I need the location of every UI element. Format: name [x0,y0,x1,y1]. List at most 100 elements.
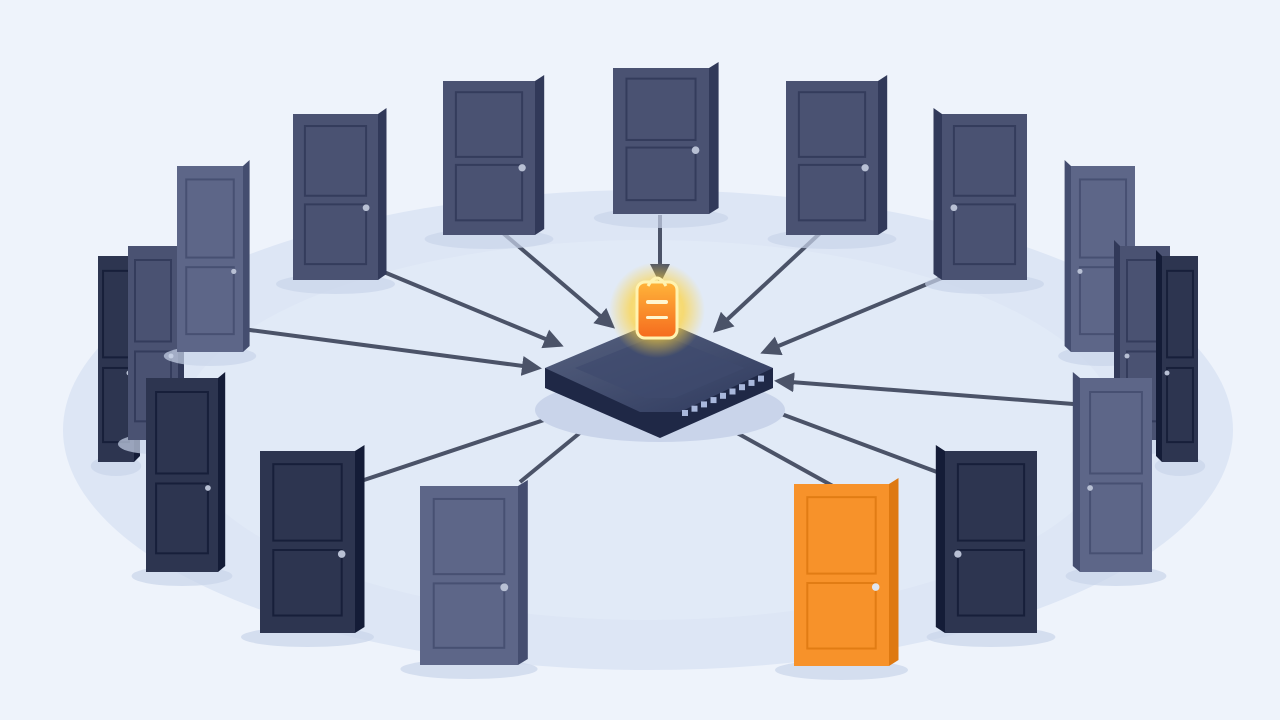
door-edge [378,108,387,280]
door-panel-bottom [806,582,877,650]
door-edge [889,478,899,666]
door-panel-top [952,125,1017,197]
door-face [146,378,218,572]
door-edge [709,62,719,214]
door-panel-top [155,391,209,475]
door-panel-bottom [1089,482,1143,555]
hub-top-inner [575,340,745,398]
door-8 [925,108,1044,294]
arrow-8 [756,402,946,477]
door-7 [767,75,897,249]
door-highlighted [775,478,908,680]
door-knob-icon [691,146,700,154]
door-panel-bottom [303,203,368,266]
hub-port-9 [758,375,764,382]
door-panel-top [956,463,1026,542]
door-face [613,68,709,214]
door-panel-top [454,91,524,158]
door-panel-top [134,259,172,343]
door-panel-bottom [454,163,524,222]
door-edge [935,445,945,633]
door-face [942,114,1027,280]
hub-port-3 [701,401,707,408]
door-face [794,484,889,666]
door-edge [878,75,888,235]
arrow-7 [774,372,1087,407]
door-panel-top [625,77,697,141]
door-edge [933,108,942,280]
door-panel-top [797,91,867,158]
door-knob-icon [1077,268,1083,274]
tag-body [635,280,679,340]
door-knob-icon [1164,370,1170,376]
hub-port-7 [739,384,745,391]
door-panel-top [806,496,877,575]
arrow-1 [211,323,542,376]
hub-port-4 [710,397,717,404]
door-panel-bottom [625,146,697,202]
door-face [1080,378,1152,572]
door-face [293,114,378,280]
door-panel-bottom [272,549,343,617]
door-edge [518,480,528,665]
door-6 [593,62,729,228]
hub-port-8 [748,379,755,386]
door-face [786,81,878,235]
door-face [260,451,355,633]
door-edge [1072,372,1080,572]
hub-port-6 [729,388,736,395]
door-17 [131,372,233,586]
door-panel-bottom [185,266,235,336]
back-doors-layer [90,62,1206,476]
door-panel-bottom [956,549,1026,617]
hub-ports [682,375,764,416]
door-face [945,451,1037,633]
door-knob-icon [205,485,211,491]
door-face [177,166,243,352]
door-knob-icon [518,164,526,172]
hub-port-1 [682,410,688,416]
door-11 [1154,250,1206,476]
door-panel-bottom [797,163,867,222]
door-edge [1064,160,1071,352]
hub-port-5 [720,392,726,399]
tag-line-2 [646,316,668,319]
door-edge [218,372,226,572]
door-edge [243,160,250,352]
door-panel-top [185,178,235,259]
door-panel-top [272,463,343,542]
glowing-access-tag [609,262,705,358]
door-knob-icon [362,204,370,212]
door-knob-icon [954,550,962,558]
door-15 [400,480,538,679]
door-knob-icon [1087,485,1093,491]
door-knob-icon [950,204,958,212]
tag-line-1 [646,300,668,304]
door-13 [926,445,1056,647]
door-panel-bottom [432,582,506,649]
door-knob-icon [500,583,509,592]
door-panel-top [1089,391,1143,475]
door-knob-icon [1124,353,1130,359]
door-face [443,81,535,235]
door-panel-top [432,497,506,576]
door-knob-icon [337,550,346,558]
door-panel-top [303,125,368,197]
door-edge [355,445,365,633]
door-knob-icon [231,268,237,274]
door-panel-top [1166,269,1194,359]
tag-hook-icon [646,276,668,287]
front-doors-layer [131,372,1167,680]
door-16 [241,445,374,647]
door-panel-top [1078,178,1128,259]
door-knob-icon [861,164,869,172]
door-edge [535,75,545,235]
door-panel-bottom [952,203,1017,266]
door-5 [424,75,554,249]
door-edge [1156,250,1162,462]
door-panel-bottom [155,482,209,555]
door-face [420,486,518,665]
hub-port-2 [691,405,698,412]
door-4 [276,108,395,294]
